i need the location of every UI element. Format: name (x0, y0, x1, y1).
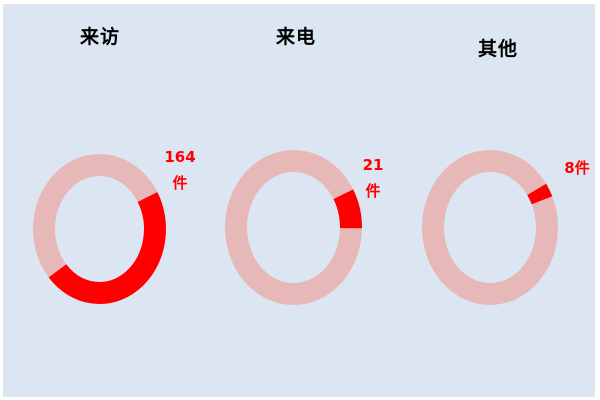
value-label-calls: 21 件 (358, 152, 388, 204)
donut-value-arc (527, 183, 553, 205)
chart-title-other: 其他 (478, 38, 519, 60)
donut-chart-calls (225, 150, 362, 305)
chart-panel (3, 4, 595, 397)
value-unit: 件 (365, 182, 381, 200)
value-number: 8件 (564, 159, 590, 177)
value-number: 164 (164, 148, 196, 166)
value-label-visits: 164 件 (160, 144, 200, 196)
donut-value-arc (333, 189, 362, 229)
donut-value-arc (48, 192, 166, 304)
value-number: 21 (362, 156, 384, 174)
chart-title-calls: 来电 (276, 26, 317, 48)
value-unit: 件 (172, 174, 188, 192)
chart-title-visits: 来访 (80, 26, 121, 48)
value-label-other: 8件 (560, 155, 594, 181)
donut-chart-visits (33, 154, 166, 304)
donut-chart-other (422, 150, 558, 305)
